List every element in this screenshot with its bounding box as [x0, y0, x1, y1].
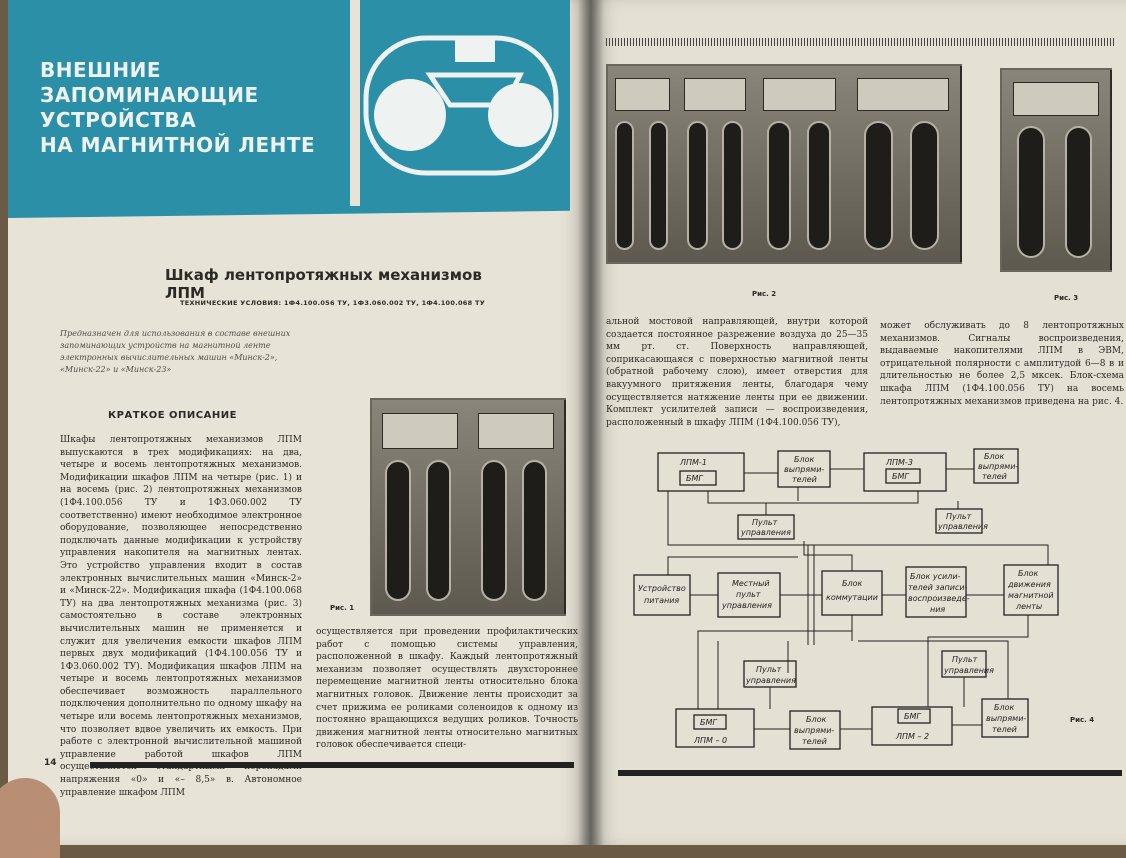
- label-rect-c: телей: [792, 475, 817, 484]
- middle-column-text: осуществляется при проведении профилакти…: [316, 627, 578, 751]
- figure-2-photo: [606, 64, 962, 264]
- label-amp-d: ния: [930, 605, 945, 614]
- label-rect-a: Блок: [806, 715, 826, 724]
- block-bmg0: [693, 714, 727, 730]
- label-rect-c: телей: [802, 737, 827, 746]
- description-heading: КРАТКОЕ ОПИСАНИЕ: [108, 410, 237, 421]
- header-title-line: УСТРОЙСТВА: [40, 108, 197, 132]
- top-rule-right: [606, 38, 1114, 46]
- block-power-supply: [633, 574, 691, 616]
- label-switch-b: коммутации: [826, 593, 878, 602]
- block-bmg1: [679, 470, 717, 486]
- right-middle-column-text: альной мостовой направляющей, внутри кот…: [606, 317, 868, 428]
- figure-3-caption: Рис. 3: [1054, 294, 1079, 302]
- label-motion-c: магнитной: [1008, 591, 1054, 600]
- label-console-b: управления: [745, 676, 796, 685]
- label-bmg1: БМГ: [686, 474, 703, 483]
- label-lpm3: ЛПМ-3: [885, 458, 913, 467]
- block-lpm0: [675, 708, 755, 748]
- block-diagram: ЛПМ-1 БМГ Блок выпрями- телей ЛПМ-3 БМГ …: [633, 448, 1059, 750]
- block-lpm3: [863, 452, 947, 492]
- block-rectifier-top-right: [973, 448, 1019, 484]
- block-lpm1: [657, 452, 745, 492]
- label-rect-b: выпрями-: [986, 714, 1026, 723]
- label-switch-a: Блок: [842, 579, 862, 588]
- label-rect-c: телей: [982, 472, 1007, 481]
- block-lpm2: [871, 706, 953, 746]
- label-rect-b: выпрями-: [978, 462, 1018, 471]
- label-motion-b: движения: [1007, 580, 1051, 589]
- block-tape-motion: [1003, 564, 1059, 616]
- label-bmg0: БМГ: [700, 718, 717, 727]
- block-rectifier-bottom-left: [789, 710, 841, 750]
- block-bmg3: [885, 468, 921, 484]
- label-rect-c: телей: [992, 725, 1017, 734]
- figure-1-photo: [370, 398, 566, 616]
- label-console-a: Пульт: [752, 518, 778, 527]
- label-local-b: пульт: [736, 590, 761, 599]
- label-amp-a: Блок усили-: [910, 572, 961, 581]
- right-column-text: может обслуживать до 8 лентопротяжных ме…: [880, 321, 1124, 407]
- block-bmg2: [897, 708, 931, 724]
- header-title-line: ВНЕШНИЕ ЗАПОМИНАЮЩИЕ: [40, 58, 259, 107]
- label-power-b: питания: [644, 596, 679, 605]
- left-column-text: Шкафы лентопротяжных механизмов ЛПМ выпу…: [60, 435, 302, 798]
- label-amp-b: телей записи-: [908, 583, 968, 592]
- header-title: ВНЕШНИЕ ЗАПОМИНАЮЩИЕ УСТРОЙСТВА НА МАГНИ…: [40, 58, 360, 158]
- label-rect-a: Блок: [794, 455, 814, 464]
- block-rectifier-bottom-right: [981, 698, 1029, 738]
- label-local-c: управления: [721, 601, 772, 610]
- header-title-line: НА МАГНИТНОЙ ЛЕНТЕ: [40, 133, 316, 157]
- label-local-a: Местный: [732, 579, 770, 588]
- book-gutter: [578, 0, 604, 845]
- label-lpm0: ЛПМ – 0: [693, 736, 727, 745]
- page-number: 14: [44, 758, 57, 768]
- block-console-upper-right: [935, 508, 983, 534]
- tape-reel-illustration: [363, 35, 559, 176]
- thumb: [0, 778, 60, 858]
- header-divider: [350, 0, 360, 206]
- section-title: Шкаф лентопротяжных механизмов ЛПМ: [165, 266, 482, 302]
- label-rect-a: Блок: [984, 452, 1004, 461]
- purpose-note: Предназначен для использования в составе…: [60, 329, 291, 374]
- label-amp-c: воспроизведе-: [908, 594, 970, 603]
- label-lpm2: ЛПМ – 2: [895, 732, 929, 741]
- label-rect-a: Блок: [994, 703, 1014, 712]
- label-console-a: Пульт: [946, 512, 972, 521]
- figure-1-caption: Рис. 1: [330, 604, 355, 612]
- label-rect-b: выпрями-: [794, 726, 834, 735]
- figure-3-photo: [1000, 68, 1112, 272]
- label-power-a: Устройство: [638, 584, 686, 593]
- label-rect-b: выпрями-: [784, 465, 824, 474]
- tech-conditions: ТЕХНИЧЕСКИЕ УСЛОВИЯ: 1Ф4.100.056 ТУ, 1Ф3…: [180, 299, 486, 307]
- footer-rule-left: [90, 762, 574, 768]
- label-bmg3: БМГ: [892, 472, 909, 481]
- label-motion-d: ленты: [1015, 602, 1042, 611]
- label-console-b: управления: [937, 522, 988, 531]
- label-bmg2: БМГ: [904, 712, 921, 721]
- label-console-a: Пульт: [756, 665, 782, 674]
- label-lpm1: ЛПМ-1: [679, 458, 707, 467]
- label-console-b: управления: [740, 528, 791, 537]
- figure-2-caption: Рис. 2: [752, 290, 777, 298]
- footer-rule-right: [618, 770, 1122, 776]
- label-motion-a: Блок: [1018, 569, 1038, 578]
- label-console-b: управления: [943, 666, 994, 675]
- block-amplifiers: [905, 566, 967, 618]
- label-console-a: Пульт: [952, 655, 978, 664]
- figure-4-caption: Рис. 4: [1070, 716, 1095, 724]
